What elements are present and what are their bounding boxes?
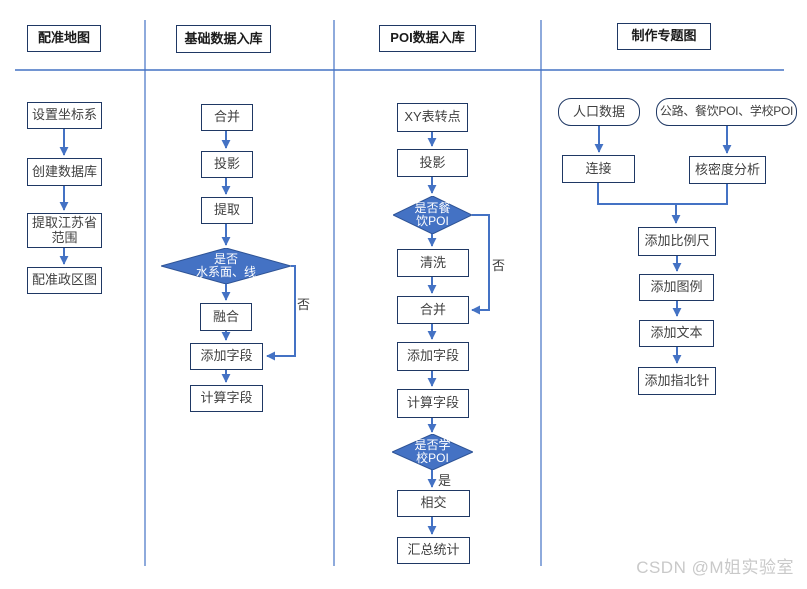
l4-merge-connector (597, 183, 728, 205)
l3-node-intersect: 相交 (397, 490, 470, 517)
l3-node-add-field: 添加字段 (397, 342, 469, 371)
l4-node-add-text: 添加文本 (639, 320, 714, 347)
l4-node-population-data: 人口数据 (558, 98, 640, 126)
lane-title-base-data-load: 基础数据入库 (176, 25, 271, 53)
l2-node-dissolve: 融合 (200, 303, 252, 331)
l1-node-extract-jiangsu-extent: 提取江苏省 范围 (27, 213, 102, 248)
l1-node-register-admin-map: 配准政区图 (27, 267, 102, 294)
l3-decision-school-poi: 是否学 校POI (392, 434, 473, 470)
lane-title-thematic-map: 制作专题图 (617, 23, 711, 50)
l3-decision-restaurant-poi: 是否餐 饮POI (393, 196, 472, 234)
lane-title-poi-data-load: POI数据入库 (379, 25, 476, 52)
l3-node-xy-table-to-point: XY表转点 (397, 103, 468, 132)
l4-node-add-north-arrow: 添加指北针 (638, 367, 716, 395)
l2-node-calculate-field: 计算字段 (190, 385, 263, 412)
diamond-shape (161, 248, 291, 284)
l3-node-summary-statistics: 汇总统计 (397, 537, 470, 564)
l1-node-create-geodatabase: 创建数据库 (27, 158, 102, 186)
l1-node-set-coordinate-system: 设置坐标系 (27, 102, 102, 129)
l3-decision-restaurant-label: 是否餐 饮POI (414, 200, 451, 228)
l2-node-project: 投影 (201, 151, 253, 178)
l2-node-merge: 合并 (201, 104, 253, 131)
csdn-watermark: CSDN @M姐实验室 (636, 558, 794, 577)
l4-node-add-scalebar: 添加比例尺 (638, 227, 716, 256)
l3-no-branch-path (471, 214, 490, 315)
l4-node-add-legend: 添加图例 (639, 274, 714, 301)
l3-node-merge: 合并 (397, 296, 469, 324)
l2-no-label: 否 (297, 297, 311, 312)
l3-no-label: 否 (492, 258, 506, 273)
l2-node-extract: 提取 (201, 197, 253, 224)
l2-node-add-field: 添加字段 (190, 343, 263, 370)
l2-decision-water-features: 是否 水系面、线 (161, 248, 291, 284)
diamond-shape (393, 196, 472, 234)
diamond-shape (392, 434, 473, 470)
l3-node-calculate-field: 计算字段 (397, 389, 469, 418)
l3-yes-label: 是 (438, 473, 452, 488)
l4-node-road-restaurant-school-poi: 公路、餐饮POI、学校POI (656, 98, 797, 126)
l3-decision-school-label: 是否学 校POI (414, 437, 451, 465)
l4-node-join: 连接 (562, 155, 635, 183)
l2-no-branch-path (266, 265, 296, 361)
l2-decision-label: 是否 水系面、线 (195, 251, 256, 279)
l3-node-project: 投影 (397, 149, 468, 177)
l3-node-clean: 清洗 (397, 249, 469, 277)
lane-title-register-map: 配准地图 (27, 25, 101, 52)
l4-node-kernel-density: 核密度分析 (689, 156, 766, 184)
